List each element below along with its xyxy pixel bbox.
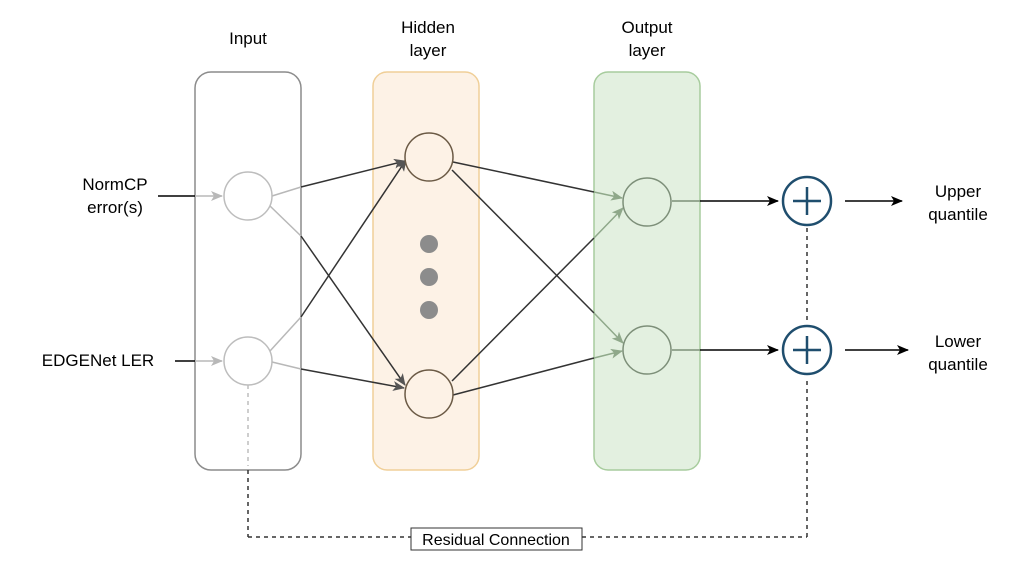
hidden-column-title-line1: Hidden [401,18,455,37]
output-layer-box [593,71,701,471]
plus-circle-icon [781,324,833,376]
output-label-upper-line1: Upper [935,182,982,201]
input-node-1 [223,171,273,221]
input-column-title: Input [229,29,267,48]
hidden-node-1 [404,132,454,182]
ellipsis-vertical-icon [420,235,438,319]
output-node-2 [622,325,672,375]
output-node-1 [622,177,672,227]
input-label-edgenet: EDGENet LER [42,351,154,370]
input-to-hidden-connections [269,158,407,391]
output-column-title-line2: layer [629,41,666,60]
output-label-upper-line2: quantile [928,205,988,224]
hidden-column-title-line2: layer [410,41,447,60]
hidden-to-output-connections [451,161,624,396]
hidden-node-2 [404,369,454,419]
plus-circle-icon [781,175,833,227]
residual-label: Residual Connection [422,532,570,549]
residual-label-box [410,527,583,551]
input-label-normcp-line1: NormCP [82,175,147,194]
residual-connection [247,377,808,538]
output-label-lower-line2: quantile [928,355,988,374]
output-label-lower-line1: Lower [935,332,982,351]
input-node-2 [223,336,273,386]
output-column-title-line1: Output [621,18,672,37]
input-label-normcp-line2: error(s) [87,198,143,217]
